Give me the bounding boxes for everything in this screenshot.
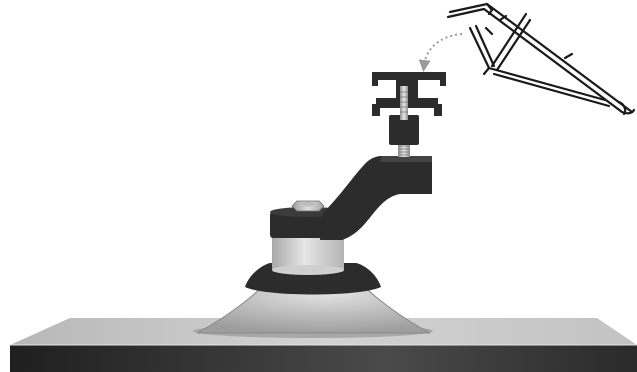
bracket-clamp xyxy=(372,72,446,145)
threaded-stud xyxy=(398,143,410,157)
frame-profile xyxy=(448,4,634,114)
nut xyxy=(292,201,324,211)
mounting-arm xyxy=(320,156,432,240)
curved-arrow-icon xyxy=(424,34,462,66)
